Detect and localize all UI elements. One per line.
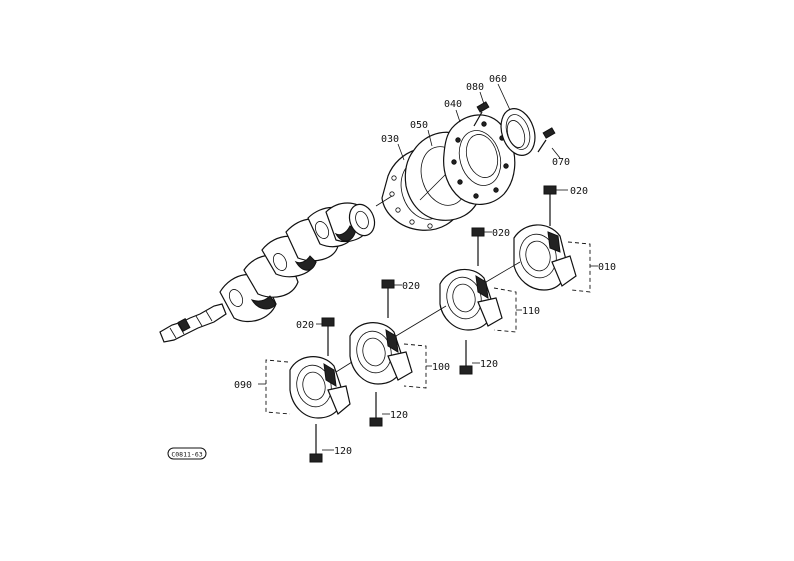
bolt-120-b — [369, 392, 383, 427]
label-080: 080 — [466, 82, 484, 93]
group-bracket-010 — [567, 241, 591, 293]
label-090: 090 — [234, 380, 252, 391]
label-020-a: 020 — [570, 186, 588, 197]
bolt-020-a — [543, 185, 557, 226]
label-060: 060 — [489, 74, 507, 85]
label-030: 030 — [381, 134, 399, 145]
stamp-code: C0811-63 — [171, 451, 202, 459]
group-bracket-100 — [403, 343, 427, 389]
label-040: 040 — [444, 99, 462, 110]
bearing-case-100 — [349, 322, 413, 385]
label-010: 010 — [598, 262, 616, 273]
bolt-020-d — [321, 317, 335, 356]
crankshaft — [159, 202, 376, 343]
bolt-120-c — [309, 424, 323, 463]
label-020-c: 020 — [402, 281, 420, 292]
label-070: 070 — [552, 157, 570, 168]
bolt-020-c — [381, 279, 395, 318]
label-120-c: 120 — [334, 446, 352, 457]
label-120-b: 120 — [390, 410, 408, 421]
bearing-case-110 — [439, 268, 503, 331]
bolt-070 — [537, 127, 556, 153]
label-100: 100 — [432, 362, 450, 373]
label-020-b: 020 — [492, 228, 510, 239]
bolt-020-b — [471, 227, 485, 266]
group-bracket-090 — [265, 359, 291, 415]
label-120-a: 120 — [480, 359, 498, 370]
bearing-case-090 — [289, 356, 351, 419]
bolt-080 — [473, 101, 490, 127]
oil-seal-060 — [500, 108, 536, 156]
bearing-case-010 — [513, 224, 577, 291]
label-110: 110 — [522, 306, 540, 317]
drawing-stamp: C0811-63 — [167, 447, 207, 460]
label-020-d: 020 — [296, 320, 314, 331]
label-050: 050 — [410, 120, 428, 131]
bolt-120-a — [459, 340, 473, 375]
group-bracket-110 — [493, 287, 517, 333]
center-lines — [335, 195, 521, 373]
leader-lines — [258, 83, 598, 451]
